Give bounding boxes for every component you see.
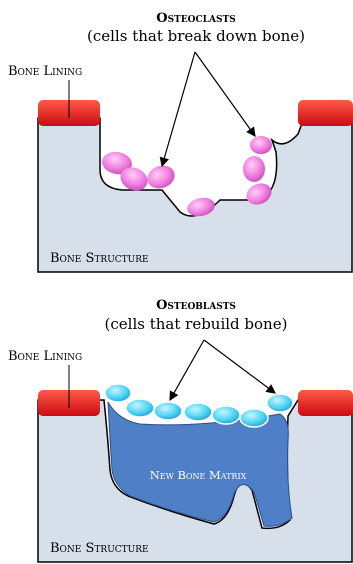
bone-lining-label: Bone Lining — [8, 349, 82, 364]
osteoblast-cell — [240, 409, 268, 427]
osteoclast-cell — [144, 162, 178, 192]
osteoblast-cell — [154, 402, 182, 420]
bone-structure-shape — [38, 118, 352, 272]
osteoblast-subtitle: (cells that rebuild bone) — [105, 315, 288, 333]
osteoclast-title: Osteoclasts — [156, 11, 235, 26]
osteoclast-subtitle: (cells that break down bone) — [87, 27, 305, 45]
osteoblast-cell — [126, 399, 154, 417]
pointer-arrow-right — [195, 52, 255, 136]
osteoblast-cells — [105, 384, 293, 427]
new-bone-matrix-label: New Bone Matrix — [150, 468, 247, 482]
osteoclast-cell — [250, 136, 272, 154]
osteoblast-title: Osteoblasts — [156, 298, 236, 313]
bone-lining-right — [298, 100, 353, 126]
osteoblast-panel: Osteoblasts (cells that rebuild bone) Bo… — [8, 298, 353, 562]
osteoblast-cell — [105, 384, 131, 402]
osteoclast-panel: Osteoclasts (cells that break down bone)… — [8, 11, 353, 272]
osteoblast-cell — [212, 406, 240, 424]
pointer-arrow-right — [204, 340, 275, 393]
pointer-arrow-left — [162, 52, 195, 166]
osteoblast-cell — [267, 394, 293, 412]
bone-structure-label: Bone Structure — [50, 251, 149, 266]
pointer-arrow-left — [170, 340, 204, 400]
osteoclast-cell — [243, 156, 265, 182]
bone-structure-label: Bone Structure — [50, 541, 149, 556]
bone-lining-label: Bone Lining — [8, 64, 82, 79]
bone-lining-right — [298, 390, 353, 416]
osteoblast-cell — [184, 403, 212, 421]
